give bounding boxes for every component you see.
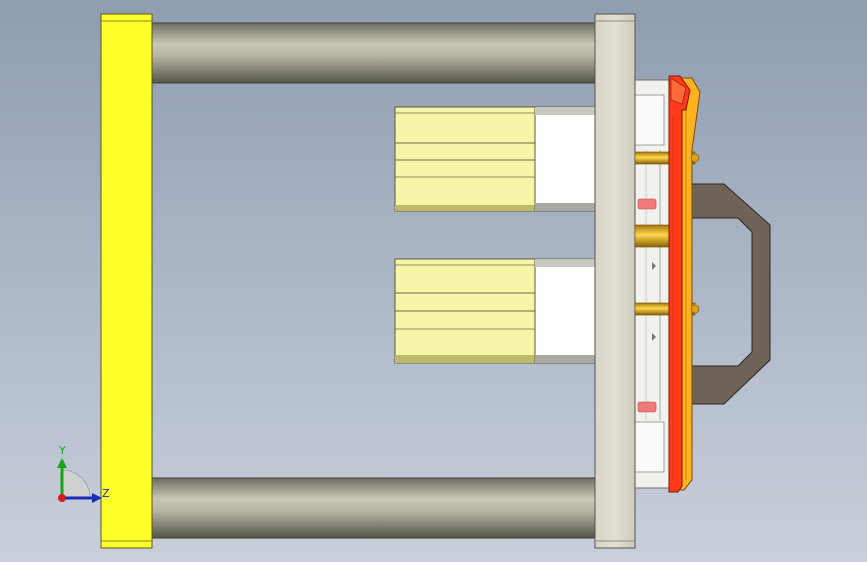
y-axis-label: Y: [59, 444, 66, 457]
tie-bar-top[interactable]: [149, 22, 601, 84]
orientation-triad[interactable]: [57, 458, 102, 503]
bolt-top: [690, 153, 700, 163]
ejector-pad-top: [637, 198, 657, 210]
z-axis-label: Z: [102, 487, 110, 500]
mold-plate-back[interactable]: [679, 77, 701, 491]
hydraulic-block-bottom[interactable]: [394, 258, 598, 364]
mold-plate-front[interactable]: [668, 75, 691, 493]
tie-bar-bottom[interactable]: [149, 477, 601, 539]
hydraulic-block-top[interactable]: [394, 106, 598, 212]
moving-platen[interactable]: [594, 13, 636, 549]
ejector-pad-bottom: [637, 401, 657, 413]
handle-bracket[interactable]: [691, 183, 771, 405]
triad-quadrant: [61, 469, 91, 499]
triad-origin: [58, 494, 66, 502]
mold-frame[interactable]: [633, 79, 671, 489]
left-platen[interactable]: [100, 13, 153, 549]
bolt-bottom: [690, 304, 700, 314]
